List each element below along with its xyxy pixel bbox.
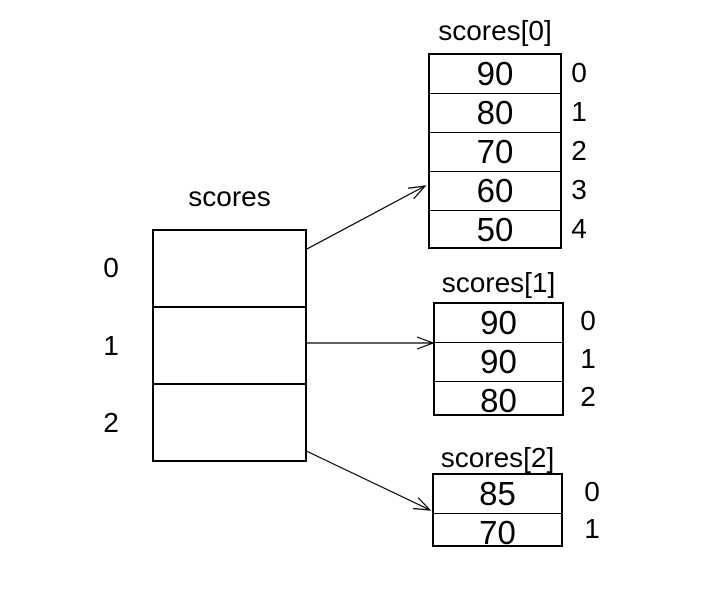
- sub-array-2-index-column: 0 1: [577, 473, 607, 547]
- sub-array-0-index: 2: [571, 135, 587, 166]
- sub-array-0-index: 3: [571, 174, 587, 206]
- sub-array-1-index: 0: [580, 305, 596, 336]
- main-array-index-2: 2: [103, 407, 119, 439]
- sub-array-0-box: 90 80 70 60 50: [428, 53, 562, 249]
- sub-array-0-cell: 50: [430, 210, 560, 249]
- sub-array-0-index: 0: [571, 56, 587, 88]
- sub-array-1-cell: 90: [480, 304, 517, 341]
- sub-array-2-title: scores[2]: [440, 442, 555, 473]
- sub-array-0-index-column: 0 1 2 3 4: [564, 53, 594, 249]
- main-array-cell-2: [154, 383, 305, 460]
- sub-array-0-title: scores[0]: [438, 15, 552, 46]
- main-array-cell-1: [154, 306, 305, 383]
- sub-array-2-index: 1: [584, 512, 600, 544]
- sub-array-1-cell: 90: [435, 342, 562, 381]
- main-array-cell-0: [154, 231, 305, 306]
- sub-array-0-cell: 80: [430, 93, 560, 132]
- main-array-box: [152, 229, 307, 462]
- sub-array-2-cell: 70: [434, 513, 561, 552]
- sub-array-2-cell: 85: [479, 475, 516, 512]
- sub-array-1-cell: 80: [435, 381, 562, 420]
- main-array-index-1: 1: [103, 329, 119, 361]
- main-array-title: scores: [188, 181, 271, 212]
- sub-array-1-index: 2: [580, 381, 596, 412]
- sub-array-1-index-column: 0 1 2: [573, 302, 603, 416]
- sub-array-1-title: scores[1]: [441, 267, 556, 298]
- main-array-index-0: 0: [103, 251, 119, 283]
- sub-array-0-cell: 90: [476, 55, 514, 92]
- sub-array-0-cell: 60: [430, 171, 560, 210]
- sub-array-0-index: 4: [571, 213, 587, 245]
- sub-array-1-index: 1: [580, 343, 596, 374]
- sub-array-0-index: 1: [571, 95, 587, 127]
- sub-array-2-index: 0: [584, 475, 600, 507]
- sub-array-0-cell: 70: [430, 132, 560, 171]
- main-array-index-column: 0 1 2: [92, 229, 130, 462]
- sub-array-1-box: 90 90 80: [433, 302, 564, 419]
- sub-array-2-box: 85 70: [432, 473, 563, 551]
